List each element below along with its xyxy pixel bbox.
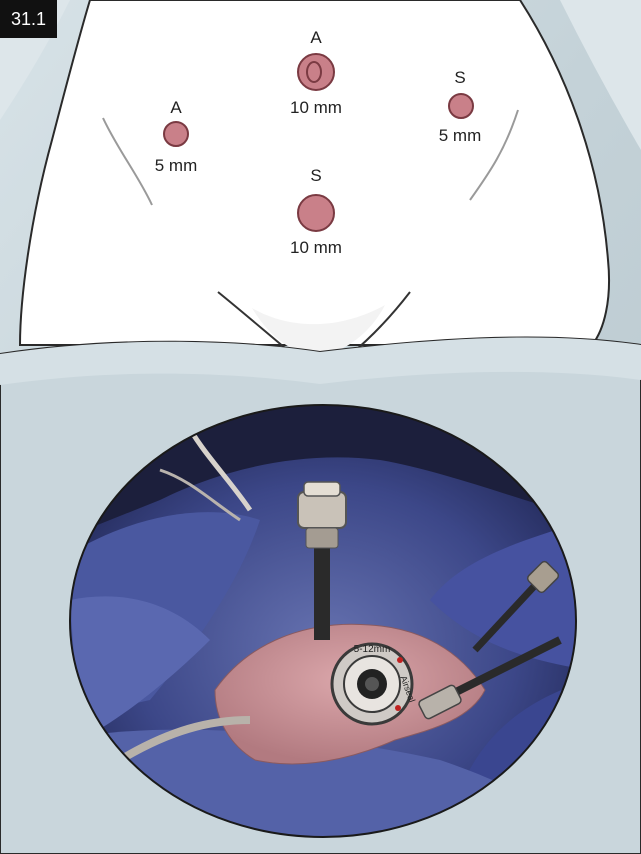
figure-number-badge: 31.1 — [0, 0, 57, 38]
port-left — [164, 122, 188, 146]
port-center-size: 10 mm — [276, 238, 356, 258]
trocar-size-text: 5-12mm — [354, 644, 391, 655]
port-right — [449, 94, 473, 118]
port-top-center-size: 10 mm — [276, 98, 356, 118]
port-center-role: S — [276, 166, 356, 186]
port-right-role: S — [420, 68, 500, 88]
port-left-role: A — [136, 98, 216, 118]
port-center — [298, 195, 334, 231]
port-left-size: 5 mm — [136, 156, 216, 176]
port-top-center — [298, 54, 334, 90]
port-right-size: 5 mm — [420, 126, 500, 146]
port-top-center-role: A — [276, 28, 356, 48]
